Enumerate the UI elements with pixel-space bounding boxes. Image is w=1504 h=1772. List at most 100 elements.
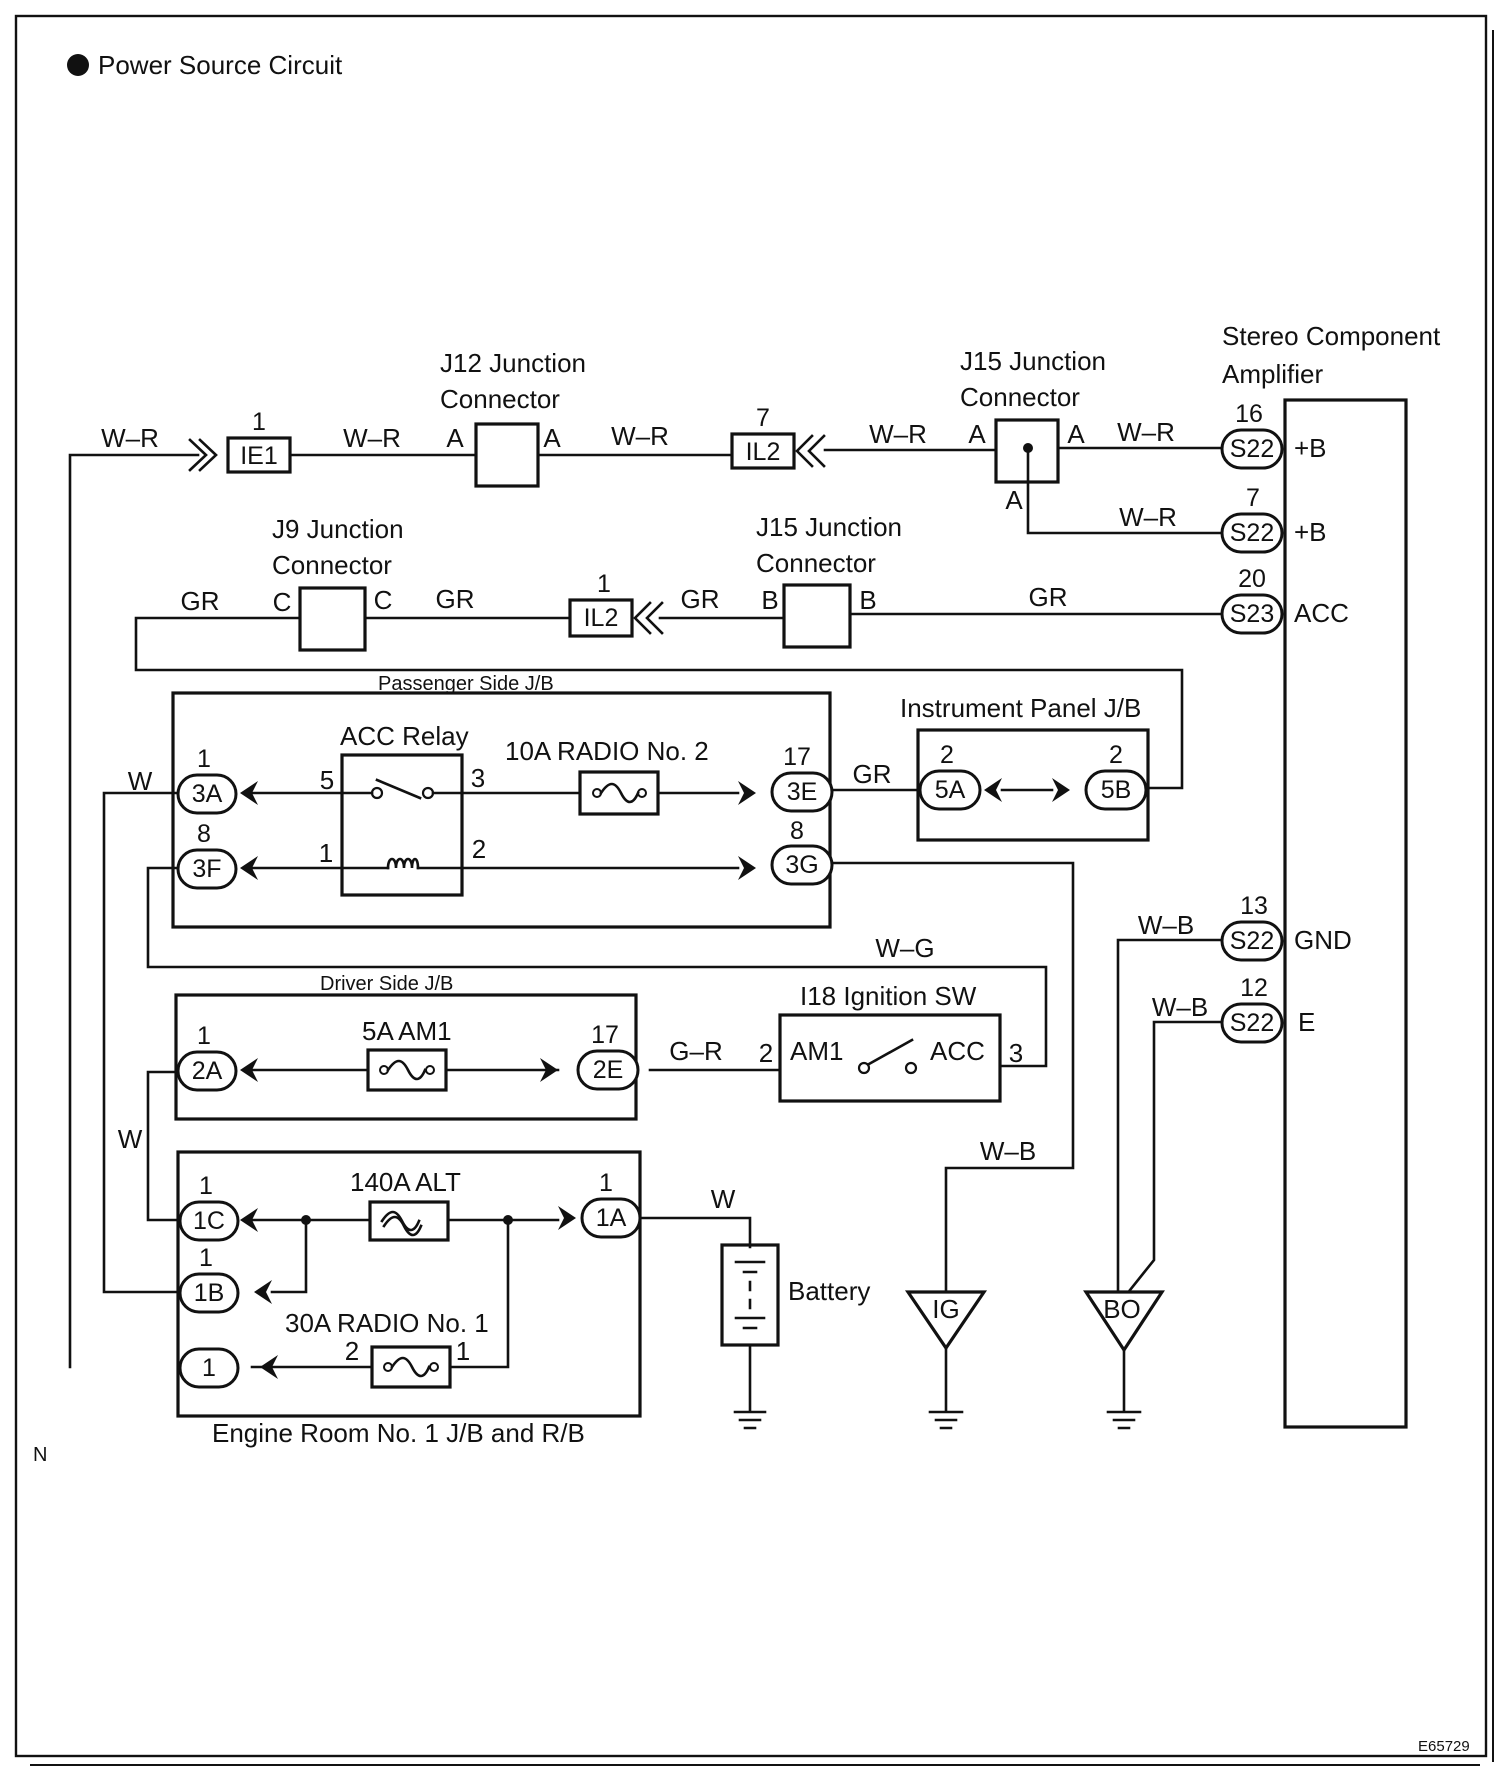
- connector-il2-mid: IL2 1: [568, 570, 664, 638]
- fuse-radio-no1-icon: [390, 1356, 431, 1378]
- svg-text:1B: 1B: [194, 1279, 225, 1307]
- svg-text:S22: S22: [1230, 435, 1274, 463]
- amp-pin-7: S22 7 +B: [1220, 484, 1327, 554]
- svg-text:Instrument Panel J/B: Instrument Panel J/B: [900, 693, 1141, 723]
- wire-wr-outer-left: [68, 453, 200, 1369]
- figure-id: E65729: [1418, 1738, 1470, 1755]
- svg-text:17: 17: [783, 743, 811, 771]
- svg-text:Connector: Connector: [756, 548, 876, 578]
- svg-text:140A ALT: 140A ALT: [350, 1167, 461, 1197]
- wire-wr-j15-s22-7: [1026, 446, 1223, 535]
- svg-text:5B: 5B: [1101, 776, 1132, 804]
- wire-wb-3g-ig: [832, 861, 1075, 1294]
- battery: Battery: [720, 1243, 870, 1430]
- svg-text:1: 1: [197, 745, 211, 773]
- svg-text:3F: 3F: [192, 855, 221, 883]
- title-bullet-icon: [67, 54, 89, 76]
- svg-text:IE1: IE1: [240, 442, 278, 470]
- svg-text:IL2: IL2: [746, 438, 781, 466]
- svg-text:1: 1: [202, 1354, 216, 1382]
- svg-text:AM1: AM1: [790, 1036, 843, 1066]
- relay-coil-icon: [386, 857, 420, 870]
- svg-text:1: 1: [597, 570, 611, 598]
- svg-text:S22: S22: [1230, 1009, 1274, 1037]
- svg-text:A: A: [1067, 419, 1085, 449]
- ground-ig: IG: [904, 1290, 988, 1430]
- wire-label-gr-2: GR: [436, 584, 475, 614]
- pin-3g-arrow-icon: [738, 856, 756, 880]
- svg-text:ACC Relay: ACC Relay: [340, 721, 469, 751]
- svg-text:A: A: [543, 423, 561, 453]
- svg-text:I18 Ignition SW: I18 Ignition SW: [800, 981, 977, 1011]
- outer-frame: [14, 14, 1488, 1758]
- wire-wb-gnd-bo: [1116, 938, 1223, 1294]
- wire-1c-1b-bridge: [270, 1218, 308, 1294]
- svg-text:Connector: Connector: [440, 384, 560, 414]
- amp-pin-13: S22 13 GND: [1220, 892, 1352, 962]
- svg-text:3: 3: [1009, 1038, 1023, 1068]
- wires: [68, 446, 1223, 1412]
- svg-text:2: 2: [472, 834, 486, 864]
- svg-text:13: 13: [1240, 892, 1268, 920]
- svg-text:7: 7: [756, 404, 770, 432]
- svg-text:3E: 3E: [787, 778, 818, 806]
- svg-text:ACC: ACC: [930, 1036, 985, 1066]
- pin-3f-arrow-icon: [240, 856, 258, 880]
- corner-mark: N: [33, 1444, 47, 1466]
- svg-text:2: 2: [345, 1336, 359, 1366]
- wire-w-1a-battery: [638, 1216, 752, 1249]
- pin-1-arrow-icon: [260, 1355, 278, 1379]
- wire-label-wb-gnd: W–B: [1138, 910, 1194, 940]
- svg-text:2A: 2A: [192, 1057, 223, 1085]
- svg-text:1: 1: [197, 1022, 211, 1050]
- connector-il2-top: IL2 7: [730, 404, 826, 470]
- svg-text:B: B: [859, 585, 876, 615]
- wire-label-wb-ig: W–B: [980, 1136, 1036, 1166]
- battery-icon: [734, 1260, 766, 1330]
- svg-text:J15 Junction: J15 Junction: [756, 512, 902, 542]
- svg-text:2: 2: [940, 741, 954, 769]
- fuse-radio-no1: 30A RADIO No. 1 2 1: [285, 1308, 489, 1389]
- pin-3a-arrow-icon: [240, 781, 258, 805]
- wire-label-wr-6: W–R: [1119, 502, 1177, 532]
- svg-text:Passenger Side J/B: Passenger Side J/B: [378, 673, 554, 695]
- wire-label-w-1: W: [128, 766, 153, 796]
- pin-2a-arrow-icon: [240, 1058, 258, 1082]
- svg-text:BO: BO: [1103, 1294, 1141, 1324]
- wire-label-wb-e: W–B: [1152, 992, 1208, 1022]
- wire-label-w-3: W: [711, 1184, 736, 1214]
- engine-room-jb: Engine Room No. 1 J/B and R/B 1C 1 1B 1 …: [176, 1150, 642, 1448]
- svg-text:16: 16: [1235, 400, 1263, 428]
- battery-ground-icon: [733, 1410, 767, 1430]
- junction-j15-mid: J15 Junction Connector B B: [756, 512, 902, 649]
- amp-pin-12: S22 12 E: [1220, 974, 1315, 1044]
- svg-text:C: C: [273, 587, 292, 617]
- svg-text:S23: S23: [1230, 600, 1274, 628]
- amplifier-label-line2: Amplifier: [1222, 359, 1323, 389]
- svg-text:J9 Junction: J9 Junction: [272, 514, 404, 544]
- pin-1a-arrow-icon: [558, 1206, 576, 1230]
- svg-text:S22: S22: [1230, 519, 1274, 547]
- svg-text:3G: 3G: [785, 851, 818, 879]
- svg-text:+B: +B: [1294, 433, 1327, 463]
- svg-text:5A AM1: 5A AM1: [362, 1016, 452, 1046]
- svg-text:A: A: [446, 423, 464, 453]
- fuse-alt: 140A ALT: [350, 1167, 461, 1242]
- wire-label-gr-3: GR: [681, 584, 720, 614]
- svg-text:2: 2: [1109, 741, 1123, 769]
- ignition-switch: I18 Ignition SW AM1 ACC 2 3: [759, 981, 1023, 1103]
- wire-wb-e-bo: [1128, 1020, 1223, 1292]
- wire-label-wr-2: W–R: [343, 423, 401, 453]
- wire-label-gr-am1: G–R: [669, 1036, 722, 1066]
- svg-text:J12 Junction: J12 Junction: [440, 348, 586, 378]
- svg-text:A: A: [968, 419, 986, 449]
- wire-w-3a-1b: [102, 791, 180, 1294]
- driver-side-jb: 2A 1 2E 17: [174, 993, 640, 1121]
- svg-text:C: C: [374, 585, 393, 615]
- connector-il2-mid-arrow-icon: [633, 601, 664, 635]
- amplifier-body: [1283, 398, 1408, 1429]
- ignition-contact-icon: [867, 1038, 914, 1066]
- svg-text:5A: 5A: [935, 776, 966, 804]
- svg-text:Battery: Battery: [788, 1276, 870, 1306]
